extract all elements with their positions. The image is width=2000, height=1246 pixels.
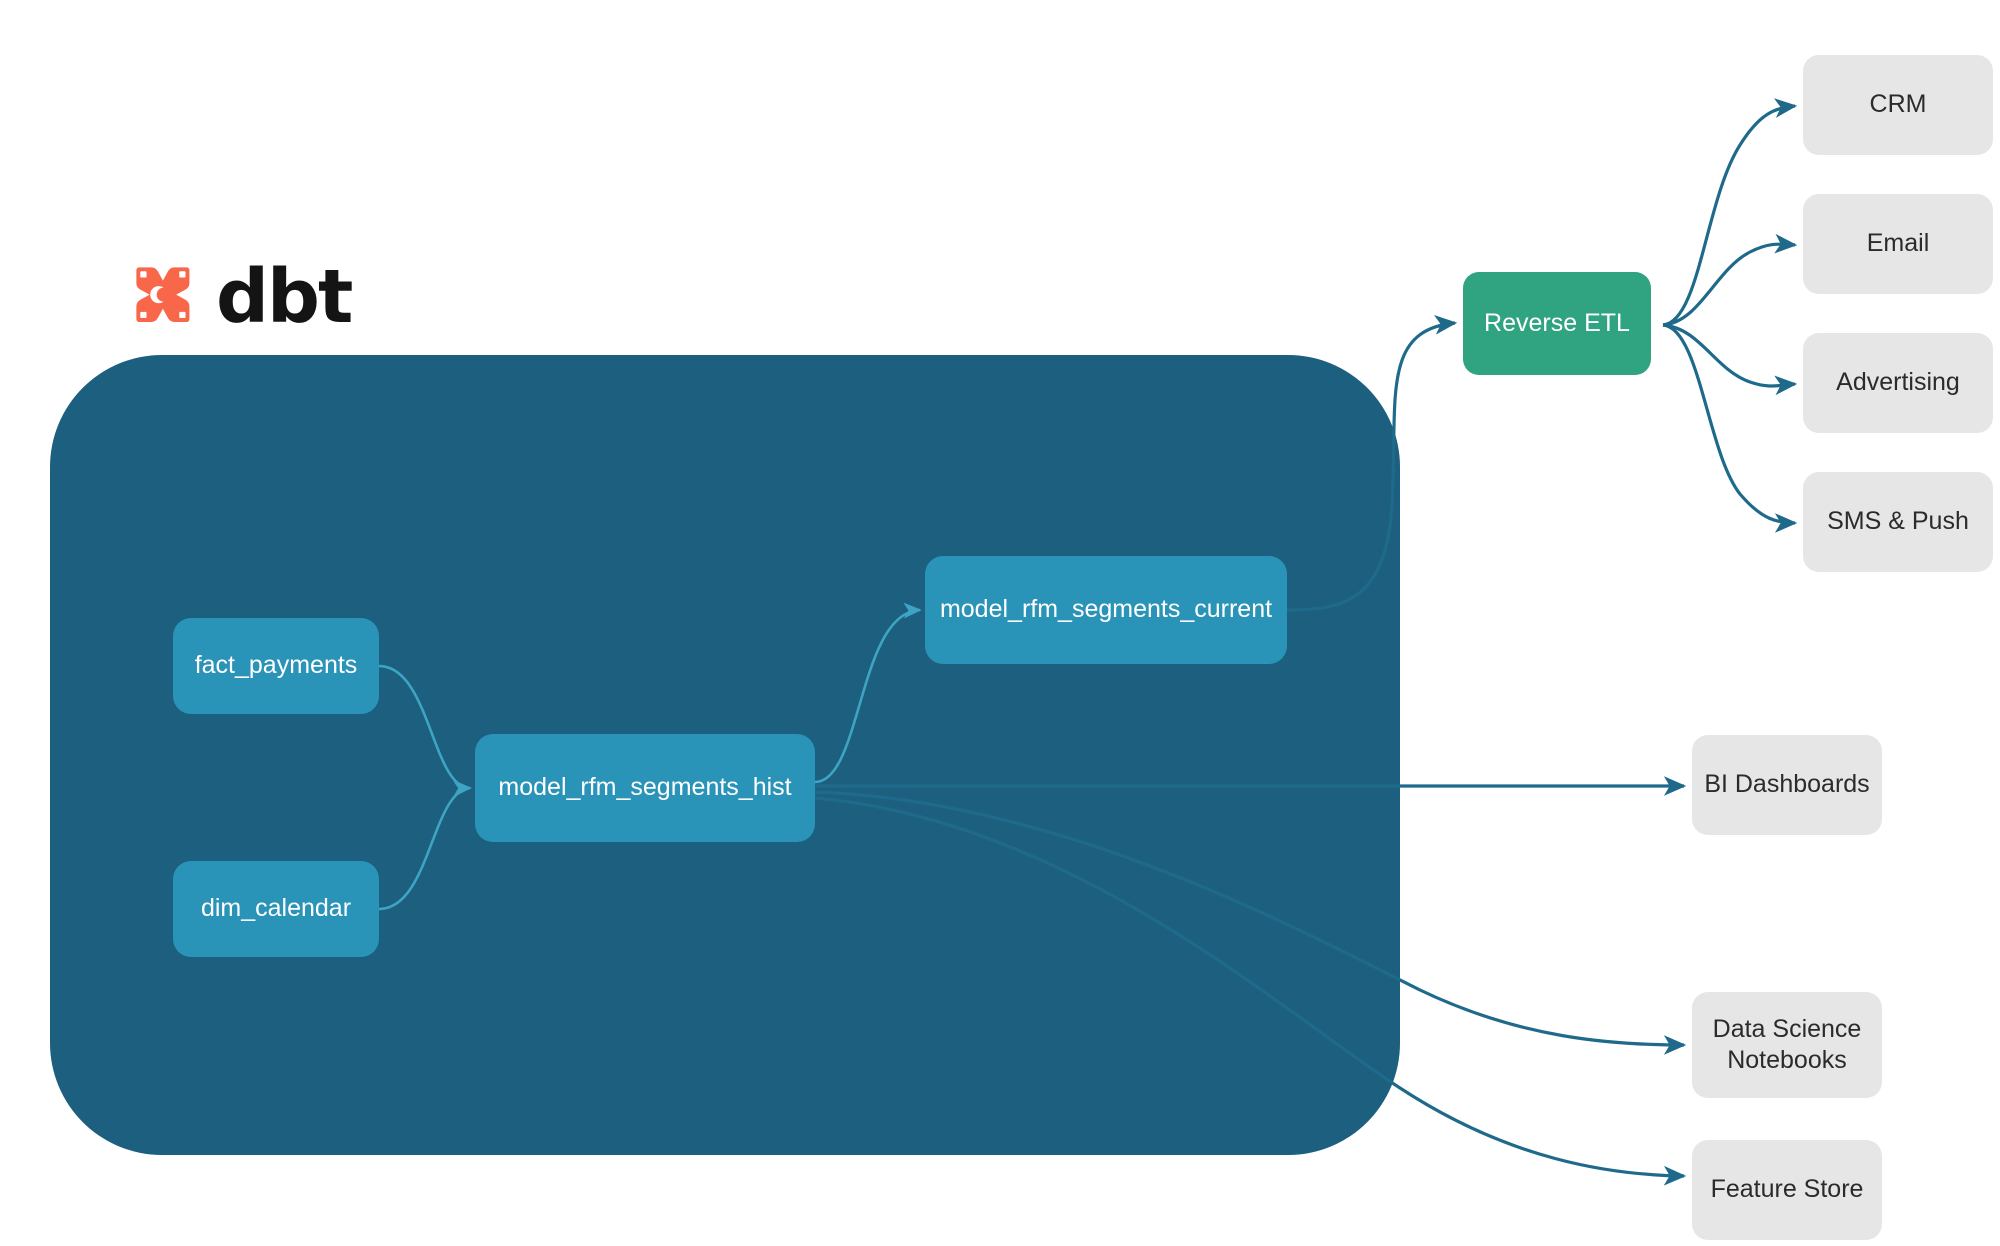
dbt-logo: dbt (120, 254, 353, 340)
edge-reverse-etl-to-crm (1662, 98, 1798, 327)
model-node-dim-calendar[interactable]: dim_calendar (173, 861, 379, 957)
destination-node-advertising[interactable]: Advertising (1803, 333, 1993, 433)
model-node-fact-payments[interactable]: fact_payments (173, 618, 379, 714)
edge-reverse-etl-to-advertising (1662, 323, 1798, 396)
destination-node-sms-push[interactable]: SMS & Push (1803, 472, 1993, 572)
destination-node-crm[interactable]: CRM (1803, 55, 1993, 155)
model-node-rfm-segments-current[interactable]: model_rfm_segments_current (925, 556, 1287, 664)
destination-node-email[interactable]: Email (1803, 194, 1993, 294)
edge-reverse-etl-to-sms-push (1662, 323, 1798, 533)
edge-reverse-etl-to-email (1662, 233, 1798, 327)
dbt-logo-icon (136, 267, 190, 322)
consumer-node-data-science-notebooks[interactable]: Data Science Notebooks (1692, 992, 1882, 1098)
dbt-wordmark: dbt (216, 254, 353, 340)
consumer-node-feature-store[interactable]: Feature Store (1692, 1140, 1882, 1240)
reverse-etl-node[interactable]: Reverse ETL (1463, 272, 1651, 375)
model-node-rfm-segments-hist[interactable]: model_rfm_segments_hist (475, 734, 815, 842)
consumer-node-bi-dashboards[interactable]: BI Dashboards (1692, 735, 1882, 835)
